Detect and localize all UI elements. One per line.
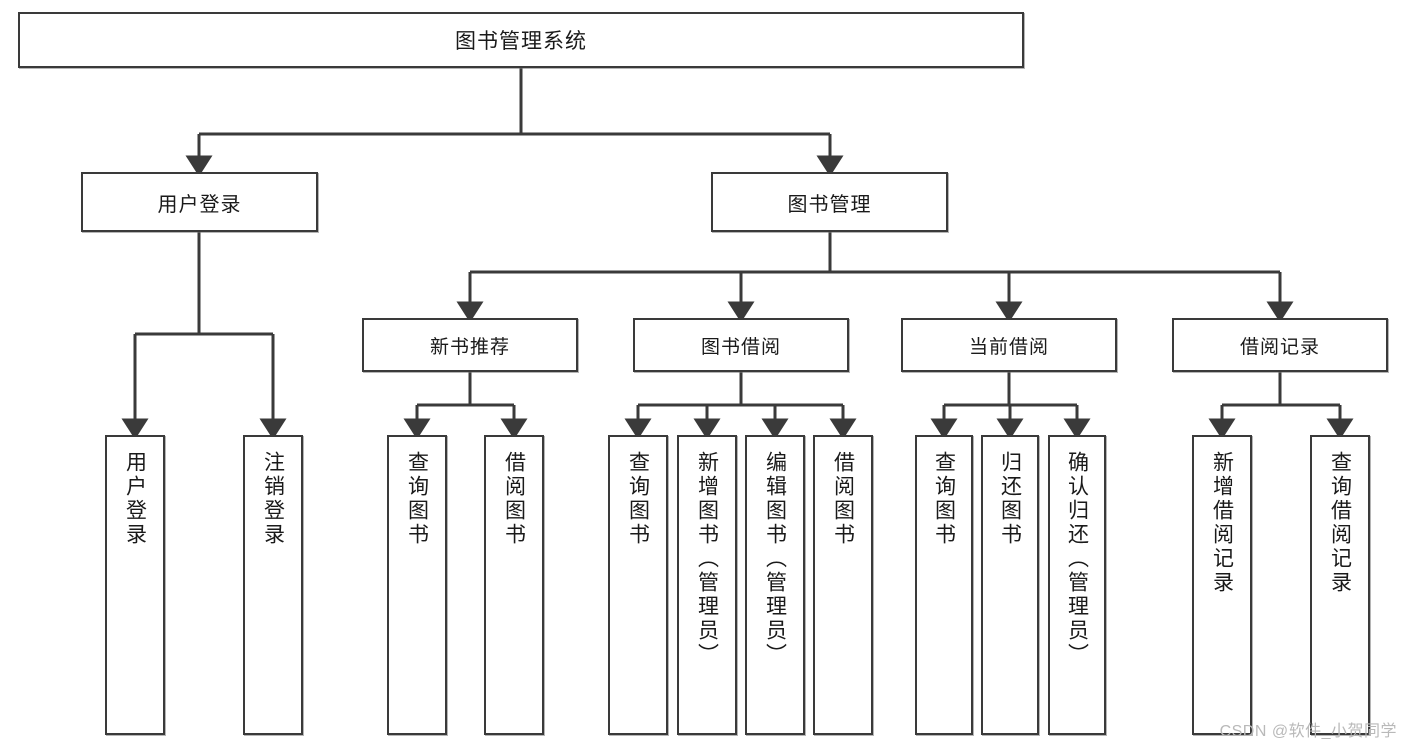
node-leaf-query-book-borrow[interactable]: 查询图书 (608, 435, 668, 735)
node-leaf-query-borrow-record[interactable]: 查询借阅记录 (1310, 435, 1370, 735)
node-leaf-query-book-recommend[interactable]: 查询图书 (387, 435, 447, 735)
node-leaf-edit-book-admin-label: 编辑图书（管理员） (763, 451, 787, 667)
node-leaf-query-book-current-label: 查询图书 (932, 451, 956, 547)
node-user-login[interactable]: 用户登录 (81, 172, 318, 232)
node-book-management-label: 图书管理 (787, 193, 872, 216)
node-leaf-borrow-book-recommend-label: 借阅图书 (502, 451, 526, 547)
node-leaf-borrow-book[interactable]: 借阅图书 (813, 435, 873, 735)
node-leaf-add-borrow-record[interactable]: 新增借阅记录 (1192, 435, 1252, 735)
node-leaf-query-book-borrow-label: 查询图书 (626, 451, 650, 547)
node-leaf-confirm-return-admin[interactable]: 确认归还（管理员） (1048, 435, 1106, 735)
node-borrow-record-label: 借阅记录 (1239, 336, 1320, 358)
node-leaf-add-book-admin[interactable]: 新增图书（管理员） (677, 435, 737, 735)
node-leaf-user-login-label: 用户登录 (123, 451, 147, 547)
node-leaf-add-borrow-record-label: 新增借阅记录 (1210, 451, 1234, 595)
node-leaf-return-book[interactable]: 归还图书 (981, 435, 1039, 735)
node-leaf-add-book-admin-label: 新增图书（管理员） (695, 451, 719, 667)
node-book-management[interactable]: 图书管理 (711, 172, 948, 232)
node-borrow-record[interactable]: 借阅记录 (1172, 318, 1388, 372)
node-leaf-query-book-recommend-label: 查询图书 (405, 451, 429, 547)
node-leaf-user-login[interactable]: 用户登录 (105, 435, 165, 735)
node-leaf-borrow-book-recommend[interactable]: 借阅图书 (484, 435, 544, 735)
node-root-label: 图书管理系统 (455, 30, 587, 53)
node-current-borrow-label: 当前借阅 (968, 336, 1049, 358)
node-leaf-return-book-label: 归还图书 (998, 451, 1022, 547)
node-new-book-recommend[interactable]: 新书推荐 (362, 318, 578, 372)
node-current-borrow[interactable]: 当前借阅 (901, 318, 1117, 372)
node-leaf-edit-book-admin[interactable]: 编辑图书（管理员） (745, 435, 805, 735)
node-book-borrow-label: 图书借阅 (700, 336, 781, 358)
node-root-system[interactable]: 图书管理系统 (18, 12, 1024, 68)
node-book-borrow[interactable]: 图书借阅 (633, 318, 849, 372)
node-leaf-query-borrow-record-label: 查询借阅记录 (1328, 451, 1352, 595)
node-new-book-recommend-label: 新书推荐 (429, 336, 510, 358)
node-leaf-logout-label: 注销登录 (261, 451, 285, 547)
node-user-login-label: 用户登录 (157, 193, 242, 216)
node-leaf-logout[interactable]: 注销登录 (243, 435, 303, 735)
node-leaf-query-book-current[interactable]: 查询图书 (915, 435, 973, 735)
node-leaf-borrow-book-label: 借阅图书 (831, 451, 855, 547)
node-leaf-confirm-return-admin-label: 确认归还（管理员） (1065, 451, 1089, 667)
